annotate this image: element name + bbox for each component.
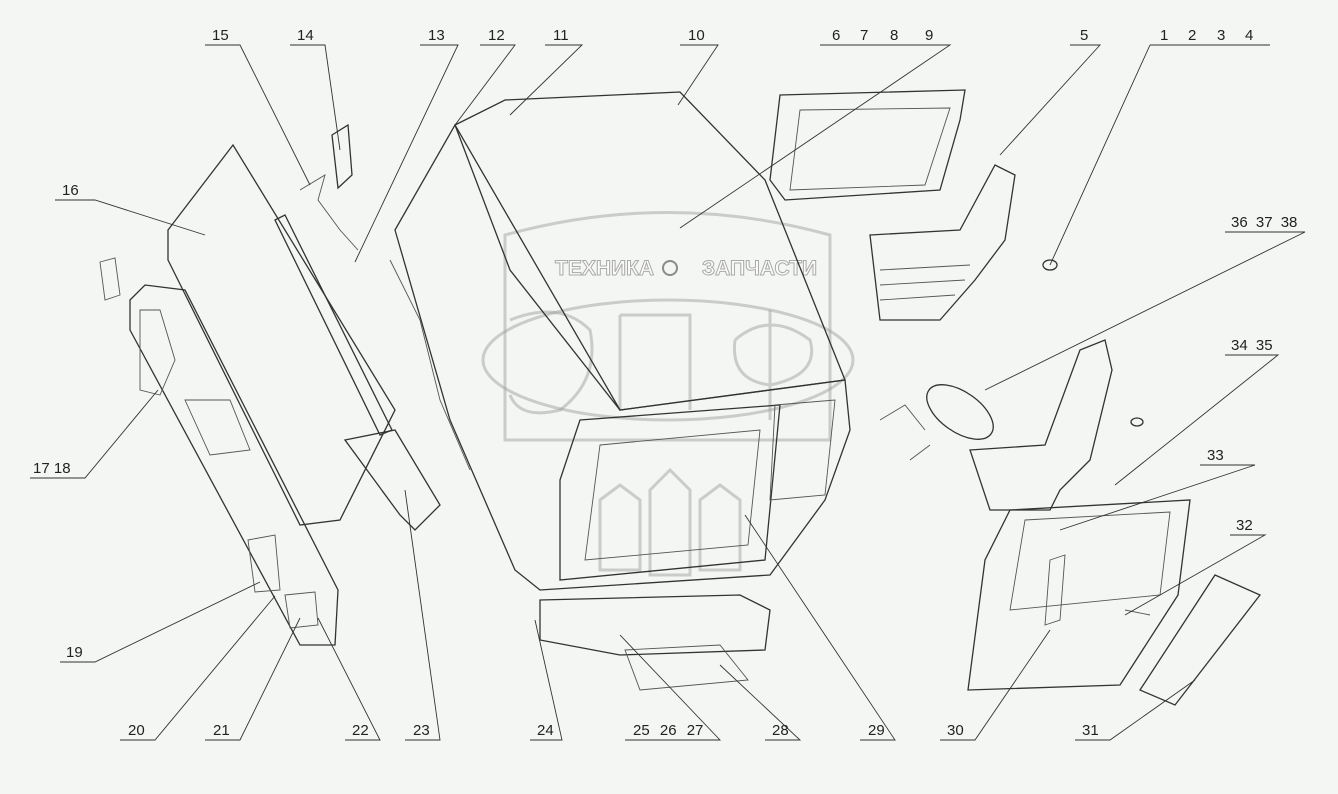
cab-body bbox=[394, 123, 851, 591]
seal-strip-13 bbox=[274, 214, 393, 436]
callout-16: 16 bbox=[62, 182, 79, 199]
callout-30: 30 bbox=[947, 722, 964, 739]
callout-25-26-27: 25 26 27 bbox=[633, 722, 703, 739]
callout-31: 31 bbox=[1082, 722, 1099, 739]
door-upper bbox=[769, 89, 966, 201]
callout-8: 8 bbox=[890, 27, 898, 44]
seat-5 bbox=[869, 164, 1016, 321]
callout-33: 33 bbox=[1207, 447, 1224, 464]
nut-34-35 bbox=[1130, 417, 1144, 427]
handle-17-18 bbox=[99, 257, 121, 301]
callout-4: 4 bbox=[1245, 27, 1253, 44]
callout-36-37-38: 36 37 38 bbox=[1231, 214, 1297, 231]
callout-14: 14 bbox=[297, 27, 314, 44]
glass-31 bbox=[1139, 574, 1262, 706]
side-panel-22 bbox=[129, 284, 339, 646]
side-window-29 bbox=[769, 399, 836, 501]
seat-34-35 bbox=[969, 339, 1113, 511]
callout-21: 21 bbox=[213, 722, 230, 739]
door-lower-30-33 bbox=[967, 499, 1191, 691]
rear-panel-16 bbox=[167, 143, 396, 526]
steering-wheel-36-38 bbox=[926, 384, 994, 440]
callout-34-35: 34 35 bbox=[1231, 337, 1273, 354]
callout-17-18: 17 18 bbox=[33, 460, 71, 477]
callout-10: 10 bbox=[688, 27, 705, 44]
mirror-arm-15 bbox=[299, 174, 359, 251]
callout-1: 1 bbox=[1160, 27, 1168, 44]
callout-28: 28 bbox=[772, 722, 789, 739]
inner-panel-23 bbox=[343, 429, 441, 531]
nut-1-4 bbox=[1042, 259, 1058, 271]
callout-24: 24 bbox=[537, 722, 554, 739]
callout-15: 15 bbox=[212, 27, 229, 44]
callout-2: 2 bbox=[1188, 27, 1196, 44]
callout-20: 20 bbox=[128, 722, 145, 739]
leader-lines bbox=[30, 44, 1306, 741]
mirror-14 bbox=[331, 123, 353, 190]
step-28 bbox=[624, 644, 749, 691]
watermark-text-right: ЗАПЧАСТИ bbox=[702, 257, 817, 280]
callout-7: 7 bbox=[860, 27, 868, 44]
cab-front-window bbox=[559, 404, 781, 581]
door-handle-30 bbox=[1044, 554, 1066, 626]
callout-23: 23 bbox=[413, 722, 430, 739]
cab-base-25-27 bbox=[539, 594, 771, 656]
latch-32 bbox=[1124, 609, 1151, 616]
callout-labels: 1 2 3 4 5 6 7 8 9 10 11 12 13 14 15 16 1… bbox=[33, 27, 1297, 739]
callout-5: 5 bbox=[1080, 27, 1088, 44]
callout-19: 19 bbox=[66, 644, 83, 661]
callout-32: 32 bbox=[1236, 517, 1253, 534]
watermark: ТЕХНИКА ЗАПЧАСТИ bbox=[481, 211, 855, 577]
gear-icon bbox=[662, 260, 678, 276]
callout-22: 22 bbox=[352, 722, 369, 739]
wiper-12 bbox=[389, 259, 471, 471]
callout-3: 3 bbox=[1217, 27, 1225, 44]
callout-13: 13 bbox=[428, 27, 445, 44]
callout-12: 12 bbox=[488, 27, 505, 44]
callout-9: 9 bbox=[925, 27, 933, 44]
callout-11: 11 bbox=[553, 27, 569, 44]
callout-6: 6 bbox=[832, 27, 840, 44]
watermark-text-left: ТЕХНИКА bbox=[555, 257, 654, 280]
cab-roof bbox=[454, 91, 846, 411]
callout-29: 29 bbox=[868, 722, 885, 739]
